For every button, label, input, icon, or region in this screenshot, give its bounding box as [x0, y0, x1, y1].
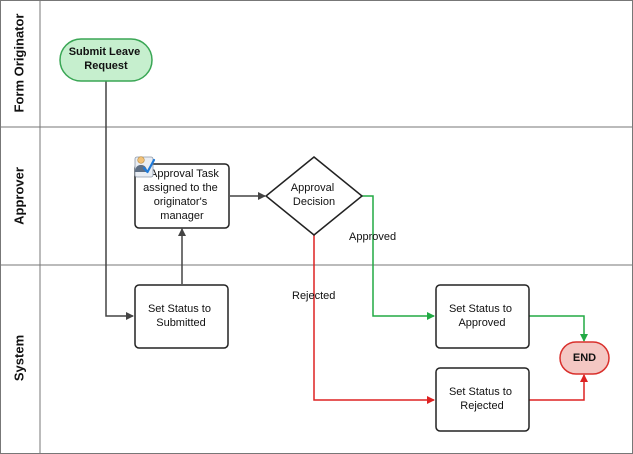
node-approval-task: Approval Task assigned to the originator…	[134, 163, 230, 229]
user-task-icon	[134, 156, 156, 178]
svg-text:Submit Leave Request: Submit Leave Request	[69, 46, 144, 72]
edge-start-to-submitted	[105, 81, 134, 320]
start-line-1: Submit Leave	[69, 46, 141, 58]
node-submit-leave-request: Submit Leave Request	[59, 38, 153, 82]
connectors	[105, 81, 588, 404]
submitted-line-2: Submitted	[156, 317, 206, 329]
node-set-status-rejected: Set Status to Rejected	[435, 367, 530, 432]
edge-decision-to-rejected	[313, 235, 435, 404]
lane-label-system: System	[11, 335, 26, 381]
approval-task-line-4: manager	[160, 210, 204, 222]
rejected-line-1: Set Status to	[449, 386, 512, 398]
lane-label-approver: Approver	[11, 167, 26, 225]
approval-task-line-1: Approval Task	[150, 168, 219, 180]
start-line-2: Request	[84, 60, 128, 72]
end-label: END	[573, 352, 596, 364]
svg-text:Set Status to Rejected: Set Status to Rejected	[449, 386, 515, 412]
node-set-status-submitted: Set Status to Submitted	[134, 284, 229, 349]
svg-text:Approval Decision: Approval Decision	[291, 182, 337, 208]
edge-label-approved: Approved	[349, 231, 396, 243]
submitted-line-1: Set Status to	[148, 303, 211, 315]
node-end: END	[559, 341, 610, 375]
svg-text:Approval Task assigned t: Approval Task assigned to the originator…	[143, 168, 222, 222]
node-approval-decision: Approval Decision	[264, 156, 364, 236]
svg-text:Set Status to Submitted: Set Status to Submitted	[148, 303, 214, 329]
lane-label-form-originator: Form Originator	[11, 14, 26, 113]
decision-line-2: Decision	[293, 196, 335, 208]
edge-label-rejected: Rejected	[292, 290, 335, 302]
edge-approved-to-end	[529, 315, 588, 342]
approval-task-line-2: assigned to the	[143, 182, 218, 194]
decision-line-1: Approval	[291, 182, 334, 194]
edge-rejected-to-end	[529, 374, 588, 401]
approved-line-1: Set Status to	[449, 303, 512, 315]
svg-text:Set Status to Approved: Set Status to Approved	[449, 303, 515, 329]
rejected-line-2: Rejected	[460, 400, 503, 412]
approval-task-line-3: originator's	[154, 196, 208, 208]
edge-decision-to-approved	[362, 195, 435, 320]
approved-line-2: Approved	[458, 317, 505, 329]
node-set-status-approved: Set Status to Approved	[435, 284, 530, 349]
